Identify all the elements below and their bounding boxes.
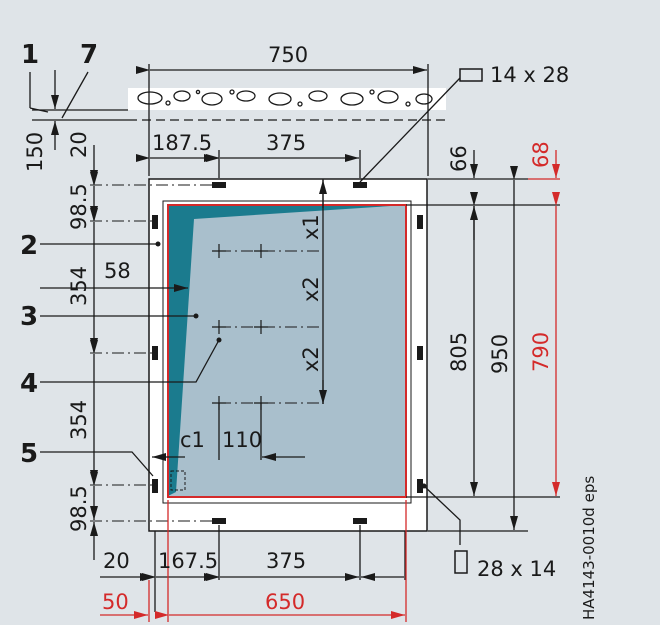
callout-3: 3 (20, 302, 38, 332)
dim-167-5: 167.5 (158, 549, 218, 573)
infill-panel (168, 205, 406, 497)
dim-950: 950 (488, 334, 512, 374)
dim-c1: c1 (180, 428, 205, 452)
callout-2: 2 (20, 231, 38, 261)
concrete-strip (128, 88, 446, 121)
dim-98-5-top: 98.5 (67, 183, 91, 230)
dim-150: 150 (23, 132, 47, 172)
dim-66: 66 (447, 145, 471, 172)
wedge-deflection (168, 205, 406, 496)
panel-edge (167, 204, 407, 498)
label-slot-28x14: 28 x 14 (477, 557, 556, 581)
dim-354-upper: 354 (67, 266, 91, 306)
dim-790: 790 (529, 332, 553, 372)
dim-overall-width: 750 (268, 43, 308, 67)
dim-x2-lower: x2 (299, 346, 323, 372)
dim-354-lower: 354 (67, 400, 91, 440)
dim-20-top: 20 (67, 131, 91, 158)
dim-58: 58 (104, 259, 131, 283)
dim-left-offset: 187.5 (152, 131, 212, 155)
inner-frame (162, 200, 412, 504)
dim-x1: x1 (299, 214, 323, 240)
file-reference: HA4143-0010d eps (580, 476, 598, 620)
dim-x2-upper: x2 (299, 276, 323, 302)
slots (152, 182, 423, 524)
callout-4: 4 (20, 369, 38, 399)
callout-5: 5 (20, 439, 38, 469)
leader-lines (29, 71, 461, 545)
dim-110: 110 (222, 428, 262, 452)
dim-805: 805 (447, 332, 471, 372)
slot-vertical-icon (454, 550, 468, 574)
slot-horizontal-icon (459, 68, 483, 82)
dimension-lines (32, 64, 560, 612)
centre-lines (90, 184, 323, 522)
dim-98-5-bottom: 98.5 (67, 485, 91, 532)
dim-68: 68 (529, 141, 553, 168)
label-slot-14x28: 14 x 28 (490, 63, 569, 87)
dim-650: 650 (265, 590, 305, 614)
dim-20-bottom: 20 (103, 549, 130, 573)
callout-1: 1 (21, 40, 39, 70)
red-dimension-lines (100, 150, 560, 622)
dim-375-bottom: 375 (266, 549, 306, 573)
callout-7: 7 (80, 40, 98, 70)
dim-top-spacing: 375 (266, 131, 306, 155)
dim-50: 50 (102, 590, 129, 614)
clamp-marker (170, 470, 186, 491)
